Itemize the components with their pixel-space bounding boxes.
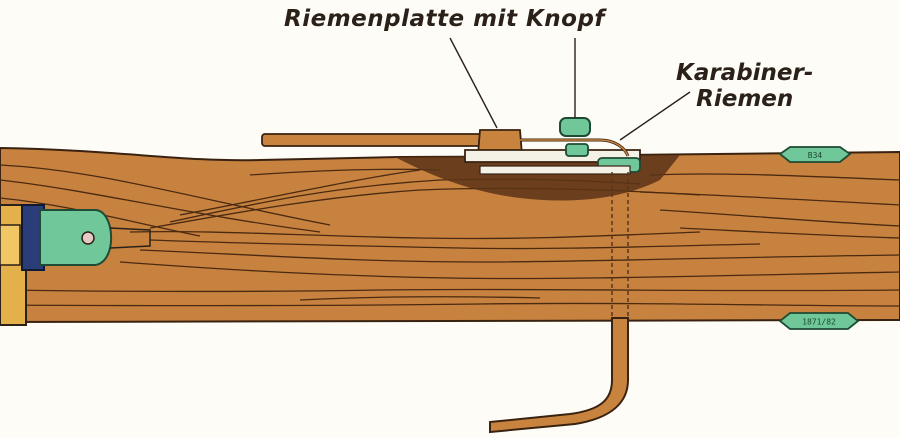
label-karabiner-line1: Karabiner- [676,60,814,86]
butt-fitting [0,204,151,326]
label-riemenplatte: Riemenplatte mit Knopf [284,6,605,32]
label-karabiner-line2: Riemen [696,86,794,112]
label-karabiner-riemen: Karabiner- Riemen [676,60,813,112]
stamp-bottom: 1871/82 [778,312,860,330]
stamp-top: B34 [778,146,852,163]
leader-lines [449,37,691,141]
stamp-bottom-text: 1871/82 [802,318,836,327]
cleaning-rod [261,133,503,147]
stamp-top-text: B34 [808,151,823,160]
sling-plate [464,117,641,175]
carbine-sling [489,172,629,434]
